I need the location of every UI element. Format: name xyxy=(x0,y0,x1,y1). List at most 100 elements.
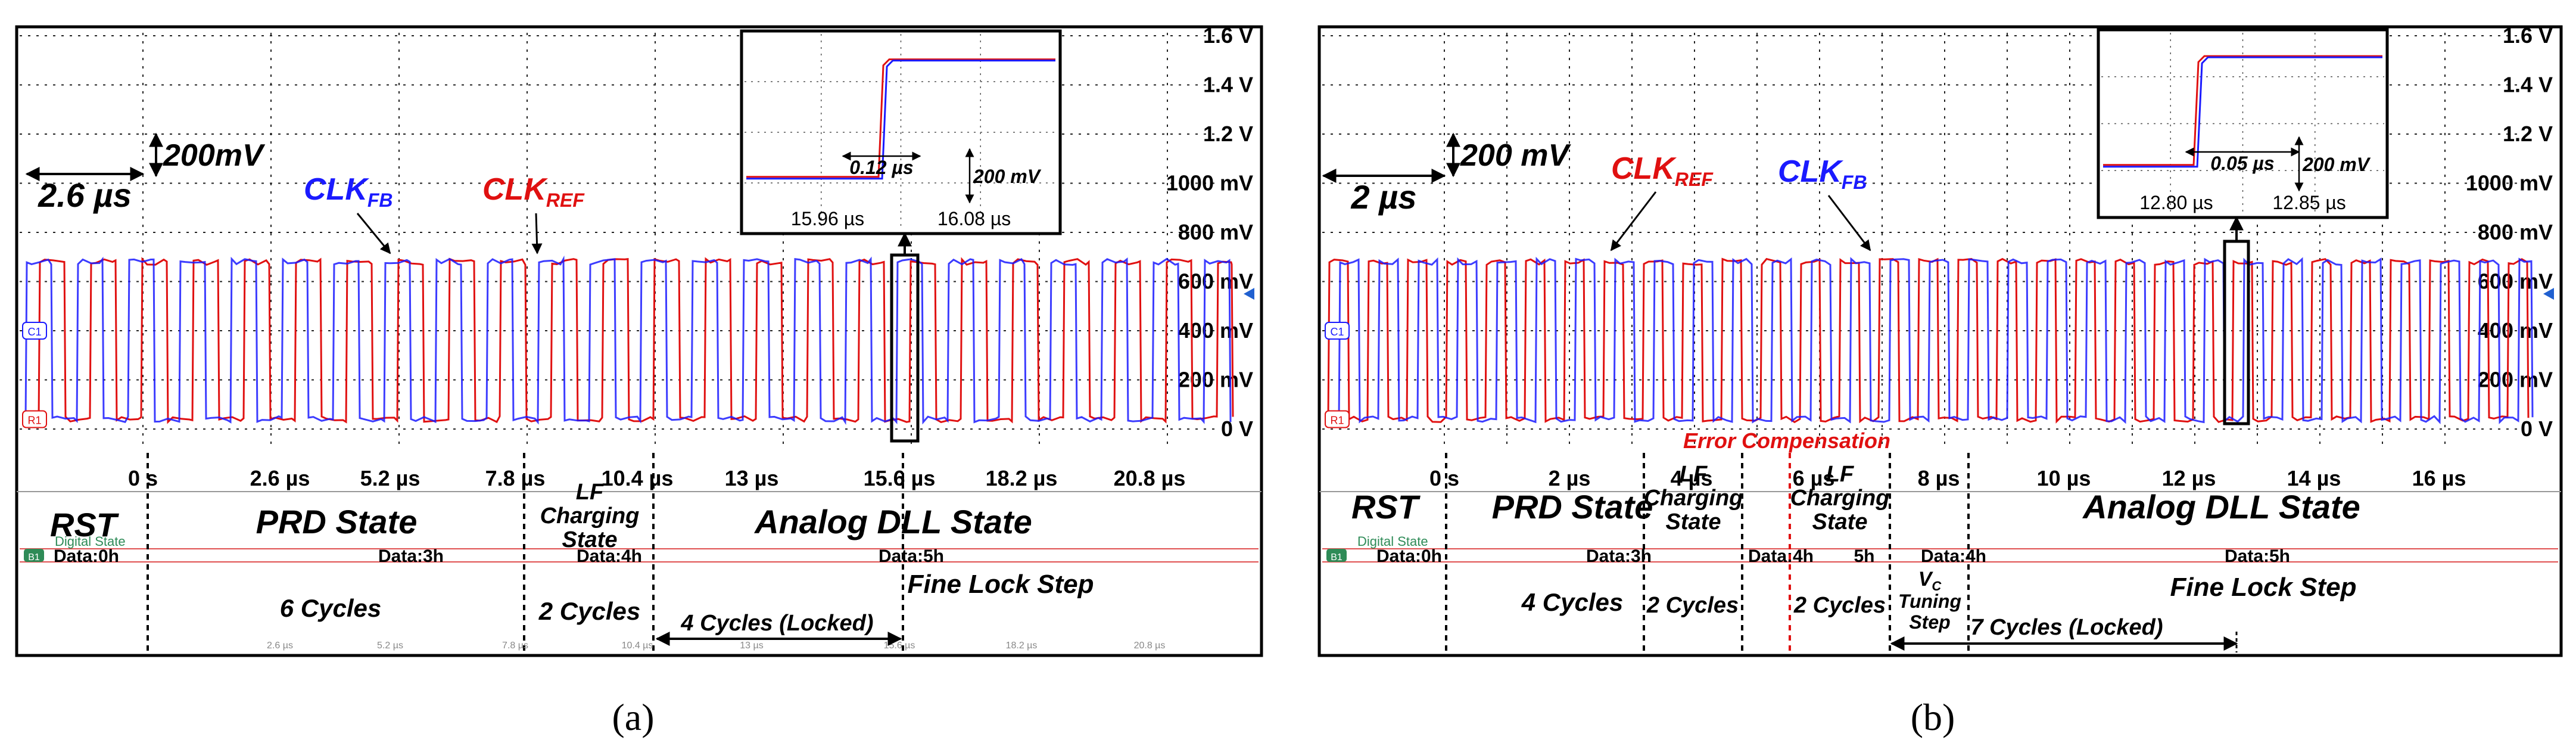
bus-value-label: Data:3h xyxy=(1586,546,1652,566)
volt-scale-label: 200 mV xyxy=(1460,138,1571,173)
inset-t-start: 12.80 µs xyxy=(2139,192,2213,213)
small-tick-label: 5.2 µs xyxy=(377,641,403,651)
c1-marker xyxy=(1325,322,1350,340)
panel-label: (b) xyxy=(1911,696,1955,738)
bus-marker-label: B1 xyxy=(28,552,40,563)
bus-marker xyxy=(24,549,44,562)
x-tick-label: 13 µs xyxy=(725,466,779,490)
inset-frame xyxy=(2097,28,2389,219)
clk-fb-trace xyxy=(24,255,1232,425)
y-tick-label: 1.6 V xyxy=(1203,23,1253,48)
cycles-label: Fine Lock Step xyxy=(908,570,1094,599)
y-tick-label: 800 mV xyxy=(1178,220,1253,244)
bus-marker-label: B1 xyxy=(1331,552,1342,563)
series-label-fb-main: CLK xyxy=(304,172,369,207)
bus-value-label: Data:4h xyxy=(1921,546,1986,566)
series-pointer-ref xyxy=(1610,191,1657,251)
vc-tuning-label: Step xyxy=(1909,611,1950,633)
vc-tuning-label-b: C xyxy=(1932,579,1942,593)
y-tick-label: 1.4 V xyxy=(1203,73,1253,97)
x-tick-label: 12 µs xyxy=(2162,466,2216,490)
trigger-marker xyxy=(1244,288,1254,300)
inset-t-end: 12.85 µs xyxy=(2272,192,2346,213)
state-label: RST xyxy=(1351,488,1421,526)
y-tick-label: 400 mV xyxy=(2478,318,2553,343)
bus-value-label: Data:3h xyxy=(378,546,444,566)
y-tick-label: 1000 mV xyxy=(1166,171,1253,195)
state-label: PRD State xyxy=(256,503,418,540)
state-label: RST xyxy=(50,506,120,543)
x-tick-label: 6 µs xyxy=(1793,466,1835,490)
series-label-fb-main: CLK xyxy=(1778,154,1843,189)
inset-ref-trace xyxy=(746,58,1055,178)
series-pointer-ref xyxy=(531,213,543,254)
state-label: Analog DLL State xyxy=(2082,488,2360,526)
small-tick-label: 13 µs xyxy=(740,641,763,651)
error-compensation-label: Error Compensation xyxy=(1683,428,1890,453)
bus-value-label: Data:5h xyxy=(2225,546,2290,566)
state-label: PRD State xyxy=(1492,488,1653,526)
series-label-ref: CLKREF xyxy=(1611,151,1714,190)
y-tick-label: 200 mV xyxy=(2478,368,2553,392)
series-label-fb: CLKFB xyxy=(1778,154,1867,193)
inset-fb-trace xyxy=(2103,56,2382,168)
inset-vscale-label: 200 mV xyxy=(973,166,1042,187)
state-label: State xyxy=(1666,509,1721,535)
series-label-fb: CLKFB xyxy=(304,172,393,211)
r1-marker-label: R1 xyxy=(27,415,41,427)
bus-marker xyxy=(1326,549,1347,562)
inset-delay-label: 0.05 µs xyxy=(2210,153,2274,174)
vc-tuning-label: Tuning xyxy=(1898,591,1961,612)
y-tick-label: 200 mV xyxy=(1178,368,1253,392)
state-label: Charging xyxy=(1644,486,1743,511)
bus-value-label: Data:0h xyxy=(1376,546,1442,566)
state-label: LF xyxy=(1680,462,1708,487)
clk-fb-trace xyxy=(1328,256,2534,424)
bus-value-label: Data:5h xyxy=(879,546,944,566)
series-label-ref-main: CLK xyxy=(482,172,548,207)
r1-marker xyxy=(1325,410,1350,428)
small-tick-label: 10.4 µs xyxy=(622,641,653,651)
vc-tuning-label: VC xyxy=(1918,568,1942,593)
x-tick-label: 18.2 µs xyxy=(986,466,1058,490)
clk-ref-trace xyxy=(25,257,1234,424)
small-tick-label: 2.6 µs xyxy=(267,641,293,651)
series-label-fb-sub: FB xyxy=(1842,172,1867,193)
y-tick-label: 1.6 V xyxy=(2503,23,2553,48)
inset-ref-trace xyxy=(2103,55,2382,166)
y-tick-label: 800 mV xyxy=(2478,220,2553,244)
y-tick-label: 1.4 V xyxy=(2503,73,2553,97)
digital-state-label: Digital State xyxy=(55,534,126,549)
state-label: Analog DLL State xyxy=(753,503,1032,540)
vc-tuning-label-a: V xyxy=(1918,568,1934,591)
y-tick-label: 1.2 V xyxy=(1203,122,1253,146)
panel-label: (a) xyxy=(612,696,654,738)
r1-marker-label: R1 xyxy=(1330,415,1344,427)
cycles-label: 2 Cycles xyxy=(1646,593,1739,618)
small-tick-label: 7.8 µs xyxy=(502,641,528,651)
volt-scale-label: 200mV xyxy=(163,138,266,173)
cycles-label: 2 Cycles xyxy=(1793,593,1886,618)
bus-value-label: Data:0h xyxy=(54,546,119,566)
small-tick-label: 18.2 µs xyxy=(1006,641,1038,651)
inset-vscale-label: 200 mV xyxy=(2302,154,2371,175)
small-tick-label: 15.6 µs xyxy=(884,641,915,651)
cycles-label: 2 Cycles xyxy=(538,597,640,625)
time-scale-label: 2 µs xyxy=(1350,178,1416,216)
state-label: LF xyxy=(1826,462,1855,487)
inset-t-end: 16.08 µs xyxy=(937,208,1011,229)
digital-state-label: Digital State xyxy=(1357,534,1428,549)
series-label-fb-sub: FB xyxy=(367,189,393,211)
y-tick-label: 0 V xyxy=(1221,417,1253,441)
state-label: LF xyxy=(576,480,605,505)
r1-marker xyxy=(22,410,47,428)
y-tick-label: 400 mV xyxy=(1178,318,1253,343)
state-label: State xyxy=(1812,509,1868,535)
x-tick-label: 8 µs xyxy=(1918,466,1960,490)
c1-marker-label: C1 xyxy=(27,326,41,338)
cycles-label: 7 Cycles (Locked) xyxy=(1970,615,2163,640)
series-label-ref-sub: REF xyxy=(1675,169,1714,190)
trigger-marker xyxy=(2543,288,2554,300)
